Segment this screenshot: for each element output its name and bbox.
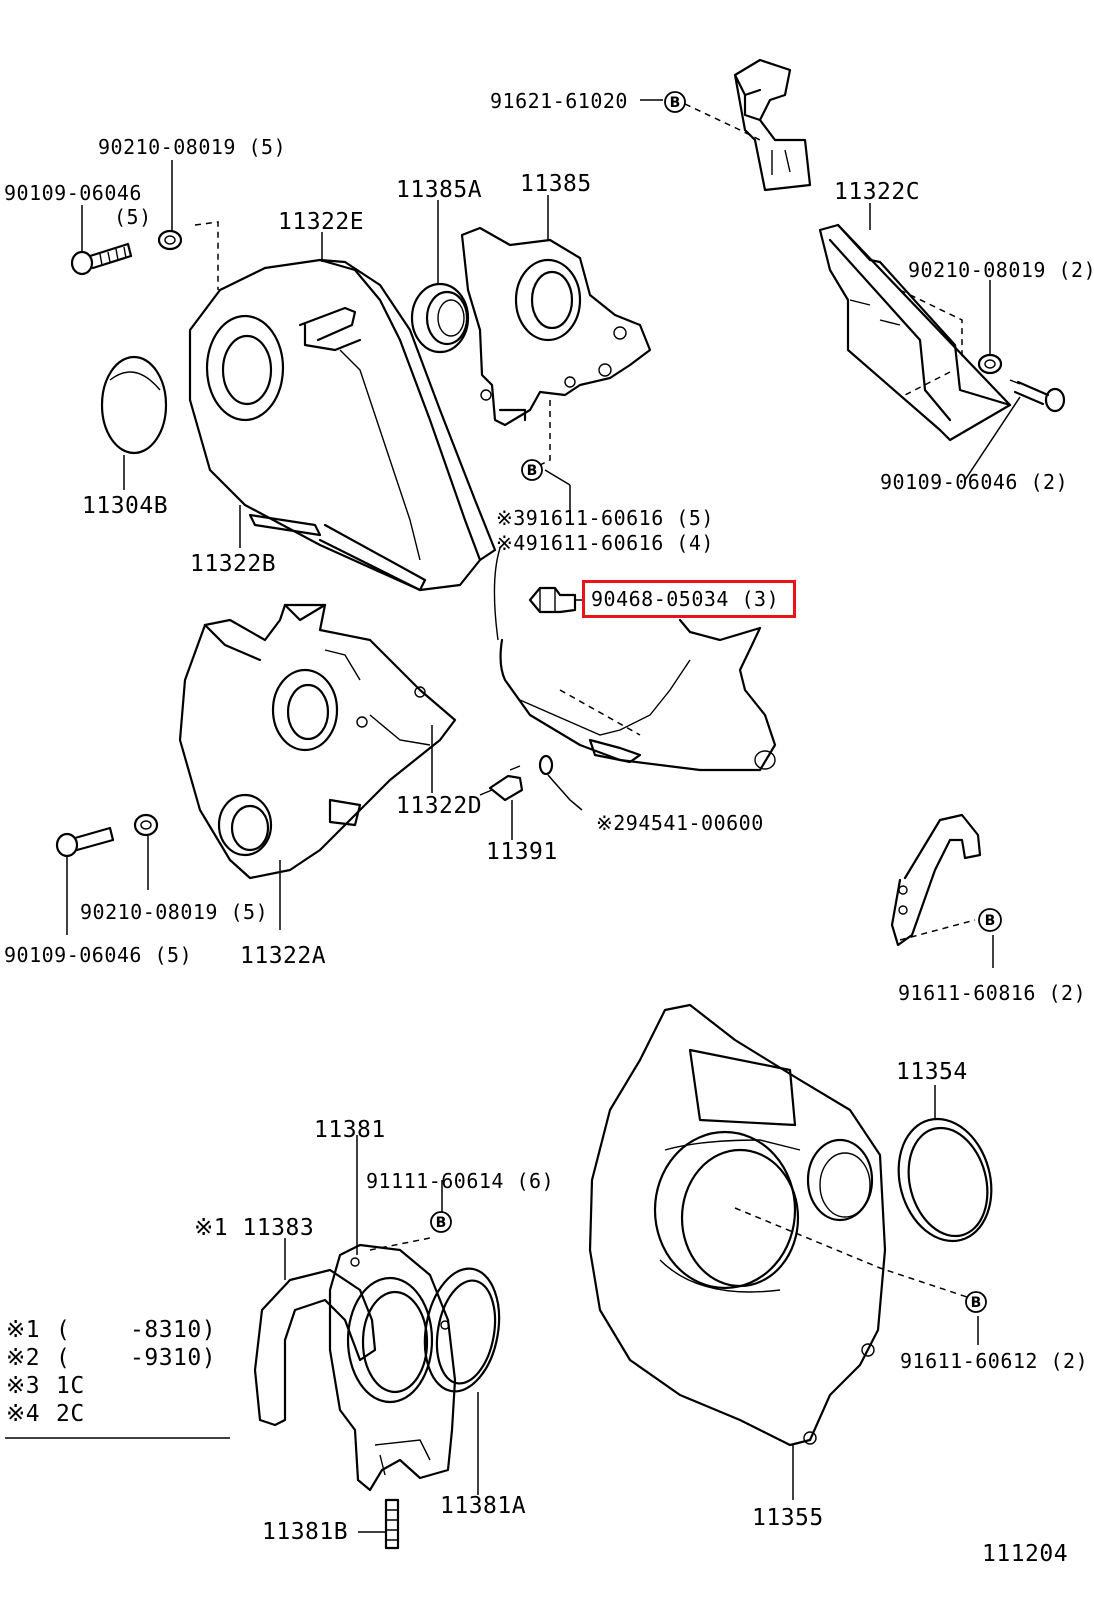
label-11322b: 11322B — [190, 551, 277, 577]
bolt-top-left-part — [70, 242, 133, 276]
bolt-right-part — [1009, 379, 1066, 413]
ring-11354-part — [897, 1117, 993, 1243]
label-11381a: 11381A — [440, 1493, 527, 1519]
legend-mark: ※3 — [6, 1373, 41, 1399]
bolt-callout-b-icon: B — [430, 1211, 452, 1233]
label-90210-08019-top: 90210-08019 (5) — [98, 135, 287, 159]
label-11322e: 11322E — [278, 209, 365, 235]
label-11304b: 11304B — [82, 493, 169, 519]
legend-mark: ※1 — [6, 1317, 41, 1343]
housing-11381-part — [328, 1243, 457, 1492]
legend-value: -8310) — [130, 1317, 217, 1343]
legend-paren: ( — [56, 1345, 71, 1371]
washer-top-left-part — [157, 229, 183, 251]
legend-paren: ( — [56, 1317, 71, 1343]
cover-11322a-part — [178, 603, 457, 880]
label-491611-60616: ※491611-60616 (4) — [496, 531, 714, 555]
label-11354: 11354 — [896, 1059, 968, 1085]
upper-bracket-part — [733, 58, 812, 192]
label-11381: 11381 — [314, 1117, 386, 1143]
seal-11381a-part — [423, 1267, 501, 1393]
label-90109-06046-top: 90109-06046 — [4, 181, 142, 205]
svg-text:B: B — [670, 95, 681, 111]
cover-11322c-part — [818, 223, 1012, 442]
rear-plate-11355-part — [588, 1003, 887, 1447]
label-91611-60816: 91611-60816 (2) — [898, 981, 1087, 1005]
ring-94541-part — [538, 754, 554, 776]
bolt-callout-b-icon: B — [664, 91, 686, 113]
engine-block-outline — [499, 618, 777, 772]
legend-value: -9310) — [130, 1345, 217, 1371]
label-91611-60612: 91611-60612 (2) — [900, 1349, 1089, 1373]
highlight-box — [582, 580, 796, 618]
label-90468-05034: 90468-05034 (3) — [591, 587, 780, 611]
svg-text:B: B — [436, 1215, 447, 1231]
label-11322a: 11322A — [240, 943, 327, 969]
pin-11381b-part — [384, 1498, 400, 1550]
seal-11385a-part — [410, 282, 470, 354]
label-11322d: 11322D — [396, 793, 483, 819]
label-11385a: 11385A — [396, 177, 483, 203]
bolt-low-left-part — [55, 826, 115, 858]
label-91111-60614: 91111-60614 (6) — [366, 1169, 555, 1193]
label-11381b: 11381B — [262, 1519, 349, 1545]
plug-11304b-part — [100, 355, 168, 455]
label-391611-60616: ※391611-60616 (5) — [496, 506, 714, 530]
label-90210-08019-right: 90210-08019 (2) — [908, 258, 1094, 282]
diagram-id: 111204 — [982, 1541, 1069, 1567]
label-11391: 11391 — [486, 839, 558, 865]
bolt-callout-b-icon: B — [521, 459, 543, 481]
plate-11385-part — [460, 226, 652, 427]
svg-text:B: B — [527, 463, 538, 479]
label-90210-08019-low: 90210-08019 (5) — [80, 900, 269, 924]
sensor-11391-part — [479, 765, 524, 802]
legend-paren: 1C — [56, 1373, 85, 1399]
washer-right-part — [977, 353, 1003, 375]
label-90109-06046-low: 90109-06046 (5) — [4, 943, 193, 967]
clip-90468-part — [528, 586, 577, 614]
legend-paren: 2C — [56, 1401, 85, 1427]
label-90109-06046-top-qty: (5) — [114, 205, 152, 229]
legend-mark: ※2 — [6, 1345, 41, 1371]
label-294541-00600: ※294541-00600 — [596, 811, 764, 835]
bracket-91611-part — [890, 813, 982, 947]
legend-mark: ※4 — [6, 1401, 41, 1427]
bolt-callout-b-icon: B — [965, 1291, 987, 1313]
label-11385: 11385 — [520, 171, 592, 197]
label-11322c: 11322C — [834, 179, 921, 205]
gasket-11383-part — [253, 1268, 377, 1427]
washer-low-left-part — [133, 813, 159, 837]
label-91621-61020: 91621-61020 — [490, 89, 628, 113]
bolt-callout-b-icon: B — [978, 908, 1002, 932]
label-90109-06046-right: 90109-06046 (2) — [880, 470, 1069, 494]
label-11383: ※1 11383 — [194, 1215, 315, 1241]
label-11355: 11355 — [752, 1505, 824, 1531]
svg-text:B: B — [985, 913, 996, 929]
svg-text:B: B — [971, 1295, 982, 1311]
cover-11322e-part — [188, 258, 497, 592]
